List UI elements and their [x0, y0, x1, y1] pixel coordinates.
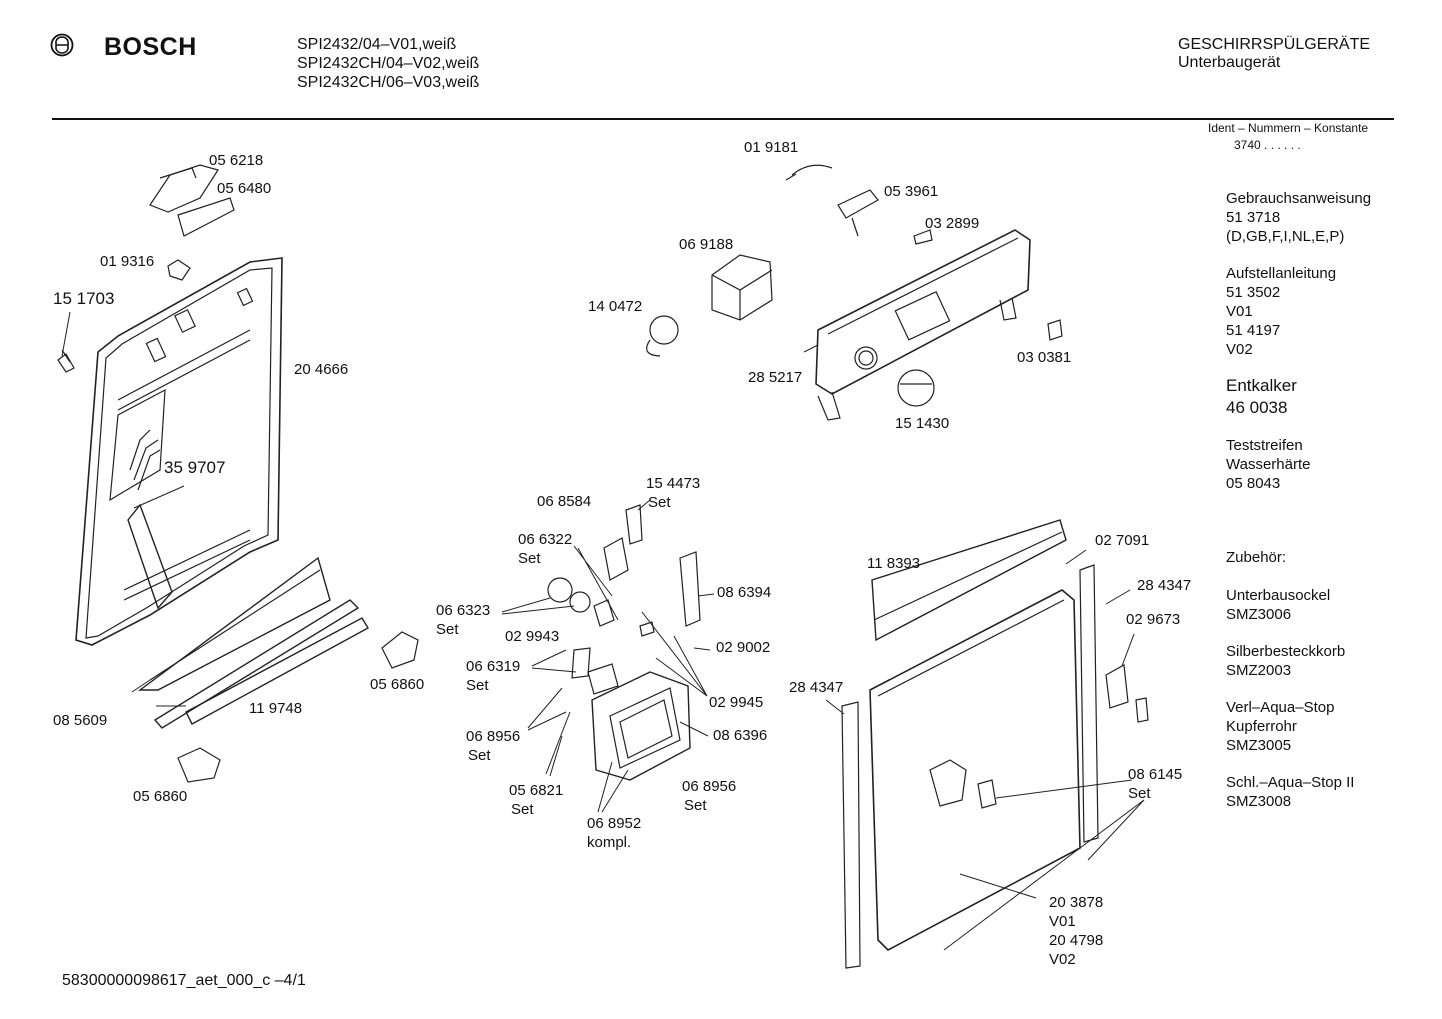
knob-drawing: [897, 369, 935, 407]
part-label: 20 3878: [1049, 894, 1104, 911]
category-title: GESCHIRRSPÜLGERÄTE: [1178, 36, 1371, 53]
ident-label: Ident – Nummern – Konstante: [1208, 121, 1369, 135]
part-label: V01: [1049, 913, 1076, 930]
part-label: 28 4347: [789, 679, 844, 696]
part-label: Set: [466, 677, 489, 694]
install-number-1: 51 3502: [1226, 284, 1281, 301]
door-panel-drawing: [75, 257, 283, 646]
motor-drawing: [649, 315, 679, 345]
control-panel-drawing: [815, 229, 1031, 421]
accessory-number: SMZ3008: [1226, 793, 1292, 810]
accessory-number: SMZ2003: [1226, 662, 1292, 679]
manual-number: 51 3718: [1226, 209, 1281, 226]
model-line-1: SPI2432/04–V01,weiß: [297, 36, 457, 53]
bosch-logo-icon: [50, 33, 74, 57]
descaler-number: 46 0038: [1226, 398, 1288, 417]
accessory-name: Unterbausockel: [1226, 587, 1331, 604]
part-label: 06 6323: [436, 602, 491, 619]
part-label: kompl.: [587, 834, 632, 851]
accessory-name: Verl–Aqua–Stop: [1226, 699, 1335, 716]
ident-value: 3740 . . . . . .: [1234, 138, 1301, 152]
hinge-bracket-drawing: [149, 164, 235, 237]
part-label: 06 9188: [679, 236, 734, 253]
part-label: Set: [511, 801, 534, 818]
accessory-number: SMZ3005: [1226, 737, 1292, 754]
end-cap-drawing: [381, 631, 419, 669]
bracket-053961-drawing: [837, 189, 879, 237]
strips-title-1: Teststreifen: [1226, 437, 1303, 454]
part-label: 05 3961: [884, 183, 939, 200]
part-label: V02: [1049, 951, 1076, 968]
bottom-strips-drawing: [137, 556, 369, 729]
accessories-title: Zubehör:: [1226, 549, 1287, 566]
part-label: 03 0381: [1017, 349, 1072, 366]
end-cap-drawing-2: [177, 747, 221, 783]
strips-title-2: Wasserhärte: [1226, 456, 1311, 473]
model-line-2: SPI2432CH/04–V02,weiß: [297, 55, 480, 72]
part-label: 11 8393: [867, 555, 921, 572]
install-title: Aufstellanleitung: [1226, 265, 1337, 282]
header-divider: [52, 118, 1394, 120]
part-label: 20 4666: [294, 361, 349, 378]
part-label: 01 9181: [744, 139, 799, 156]
part-label: 05 6218: [209, 152, 264, 169]
document-id: 58300000098617_aet_000_c –4/1: [62, 972, 306, 989]
part-label: 06 8956: [466, 728, 521, 745]
part-label: Set: [648, 494, 671, 511]
part-label: 06 8584: [537, 493, 592, 510]
accessory-name: Kupferrohr: [1226, 718, 1297, 735]
part-label: 05 6860: [370, 676, 425, 693]
part-label: 06 8952: [587, 815, 642, 832]
manual-languages: (D,GB,F,I,NL,E,P): [1226, 228, 1345, 245]
part-label: 35 9707: [164, 458, 226, 477]
part-label: 02 9002: [716, 639, 771, 656]
part-label: 08 6396: [713, 727, 768, 744]
door-lock-drawing: [547, 504, 701, 781]
part-label: 08 6145: [1128, 766, 1183, 783]
part-label: 05 6821: [509, 782, 564, 799]
accessory-name: Schl.–Aqua–Stop II: [1226, 774, 1355, 791]
part-label: Set: [518, 550, 541, 567]
accessory-name: Silberbesteckkorb: [1226, 643, 1346, 660]
part-label: 03 2899: [925, 215, 980, 232]
timer-drawing: [711, 254, 773, 321]
install-number-2: 51 4197: [1226, 322, 1281, 339]
part-label: 05 6860: [133, 788, 188, 805]
part-label: 06 8956: [682, 778, 737, 795]
part-label: Set: [468, 747, 491, 764]
small-clip-drawing: [167, 259, 191, 281]
part-label: 15 1430: [895, 415, 950, 432]
part-label: Set: [684, 797, 707, 814]
part-label: 01 9316: [100, 253, 155, 270]
part-label: 14 0472: [588, 298, 643, 315]
part-label: 05 6480: [217, 180, 272, 197]
accessory-number: SMZ3006: [1226, 606, 1292, 623]
part-label: 15 4473: [646, 475, 701, 492]
part-label: 02 9943: [505, 628, 560, 645]
part-label: 28 4347: [1137, 577, 1192, 594]
install-variant-1: V01: [1226, 303, 1253, 320]
category-subtitle: Unterbaugerät: [1178, 54, 1281, 71]
part-label: 02 9945: [709, 694, 764, 711]
part-label: Set: [1128, 785, 1151, 802]
manual-title: Gebrauchsanweisung: [1226, 190, 1372, 207]
part-label: 02 7091: [1095, 532, 1150, 549]
part-label: 06 6322: [518, 531, 573, 548]
part-label: 11 9748: [249, 700, 303, 717]
part-label: 15 1703: [53, 289, 115, 308]
part-label: 02 9673: [1126, 611, 1181, 628]
part-label: 08 5609: [53, 712, 108, 729]
part-label: 20 4798: [1049, 932, 1104, 949]
part-label: 28 5217: [748, 369, 803, 386]
brand-name: BOSCH: [104, 33, 197, 61]
leader-lines: [61, 311, 1145, 951]
part-label: Set: [436, 621, 459, 638]
descaler-title: Entkalker: [1226, 376, 1297, 395]
strips-number: 05 8043: [1226, 475, 1281, 492]
part-label: 08 6394: [717, 584, 772, 601]
part-label: 06 6319: [466, 658, 521, 675]
install-variant-2: V02: [1226, 341, 1253, 358]
model-line-3: SPI2432CH/06–V03,weiß: [297, 74, 480, 91]
